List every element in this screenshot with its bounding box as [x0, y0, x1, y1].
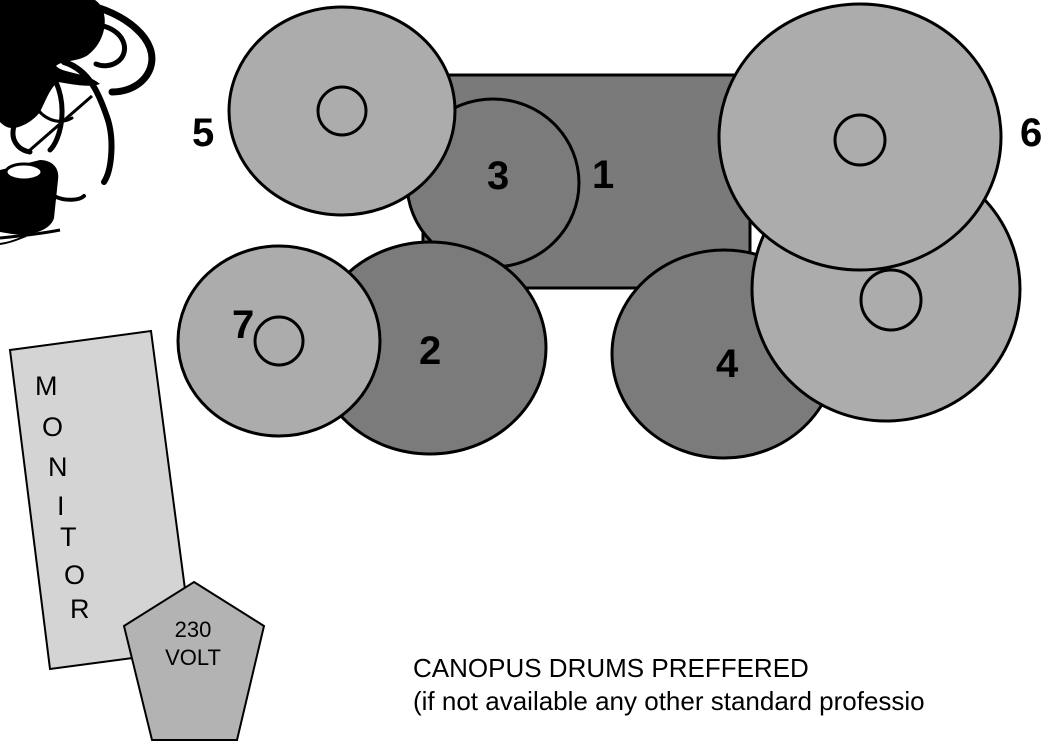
alternative-drums-note: (if not available any other standard pro…	[413, 686, 925, 716]
outlet-voltage: 230	[175, 617, 212, 642]
monitor-letter: R	[70, 594, 90, 624]
monitor-wedge: M O N I T O R	[8, 329, 195, 671]
label-bass-drum: 1	[592, 153, 614, 197]
outlet-unit: VOLT	[165, 645, 221, 670]
cymbal-left-bell	[316, 85, 368, 137]
label-tom: 3	[487, 154, 509, 198]
label-cymbal-left: 5	[192, 111, 214, 155]
cymbal-right-lower-bell	[859, 268, 923, 332]
power-outlet: 230 VOLT	[122, 580, 266, 741]
outlet-shape	[122, 580, 266, 741]
monitor-letter: O	[64, 560, 85, 590]
cymbal-right-bell	[833, 113, 887, 167]
octopus-logo-icon	[0, 0, 156, 245]
hihat-bell	[253, 315, 305, 367]
monitor-letter: N	[48, 452, 68, 482]
monitor-letter: O	[42, 412, 63, 442]
monitor-letter: M	[35, 371, 58, 401]
monitor-letter: T	[60, 522, 77, 552]
label-hihat: 7	[232, 303, 254, 347]
preferred-drums-note: CANOPUS DRUMS PREFFERED	[413, 653, 809, 683]
label-floor-tom: 2	[419, 329, 441, 373]
monitor-letter: I	[57, 491, 65, 521]
label-snare-side: 4	[716, 342, 739, 386]
label-cymbal-right: 6	[1020, 111, 1041, 155]
